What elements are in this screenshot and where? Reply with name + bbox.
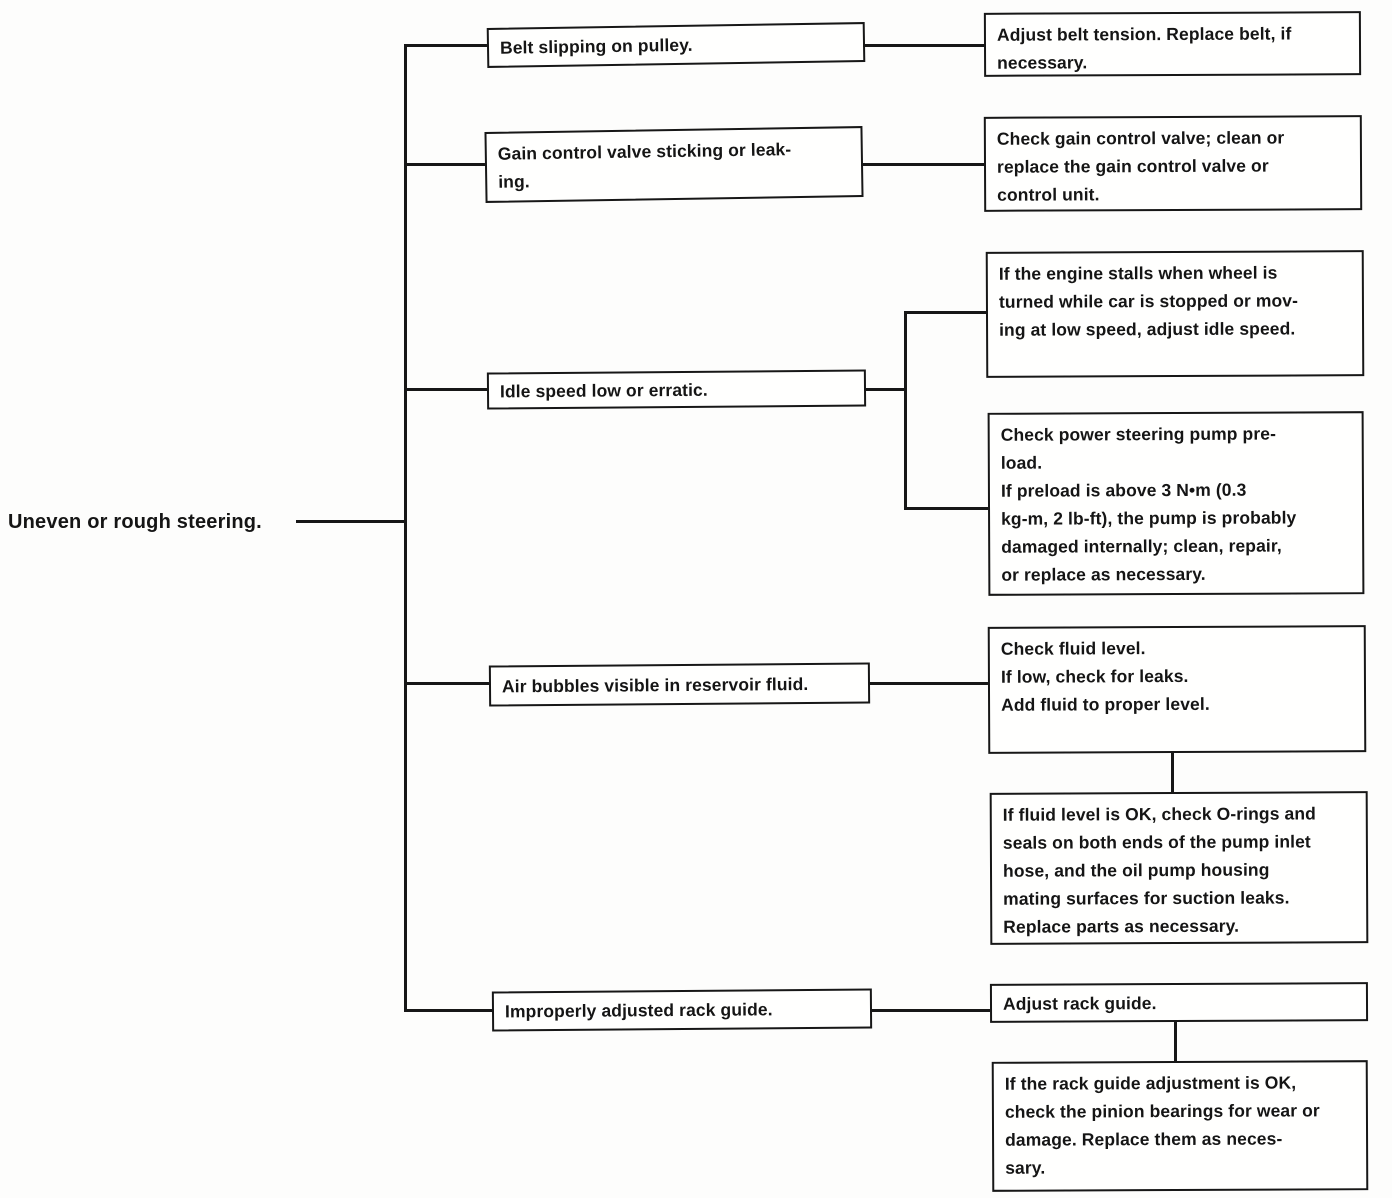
branch-line-rack <box>404 1009 494 1012</box>
remedy-box-rack-ok-check-pinion: If the rack guide adjustment is OK, chec… <box>991 1060 1369 1192</box>
remedy-box-engine-stall-idle-speed: If the engine stalls when wheel is turne… <box>985 250 1365 378</box>
idle-fork-vertical-line <box>904 311 907 510</box>
cause-box-rack-guide: Improperly adjusted rack guide. <box>491 988 873 1032</box>
connector-fluid-followup <box>1171 752 1174 794</box>
remedy-box-check-gain-valve: Check gain control valve; clean or repla… <box>983 115 1363 212</box>
connector-rack-followup <box>1174 1020 1177 1063</box>
connector-idle-preload <box>904 507 990 510</box>
connector-idle-stall <box>904 311 988 314</box>
connector-idle-stub <box>864 388 906 391</box>
branch-line-belt <box>404 44 489 47</box>
branch-line-gain <box>404 163 487 166</box>
cause-box-gain-control-valve: Gain control valve sticking or leak- ing… <box>484 126 864 203</box>
remedy-box-check-fluid-level: Check fluid level. If low, check for lea… <box>987 625 1367 754</box>
remedy-box-fluid-ok-check-orings: If fluid level is OK, check O-rings and … <box>989 791 1369 945</box>
remedy-box-adjust-rack-guide: Adjust rack guide. <box>989 982 1369 1023</box>
cause-box-air-bubbles: Air bubbles visible in reservoir fluid. <box>488 662 871 707</box>
cause-box-idle-speed: Idle speed low or erratic. <box>486 369 867 410</box>
branch-line-air <box>404 682 491 685</box>
remedy-box-adjust-belt: Adjust belt tension. Replace belt, if ne… <box>983 11 1362 77</box>
root-symptom-label: Uneven or rough steering. <box>8 511 262 533</box>
remedy-box-pump-preload: Check power steering pump pre- load. If … <box>987 411 1365 596</box>
root-connector-line <box>296 520 406 523</box>
connector-gain-remedy <box>861 163 986 166</box>
connector-air-remedy <box>868 682 990 685</box>
cause-box-belt-slipping: Belt slipping on pulley. <box>486 22 866 68</box>
branch-line-idle <box>404 388 489 391</box>
connector-belt-remedy <box>863 44 986 47</box>
connector-rack-remedy <box>870 1009 992 1012</box>
trunk-line <box>404 44 407 1012</box>
